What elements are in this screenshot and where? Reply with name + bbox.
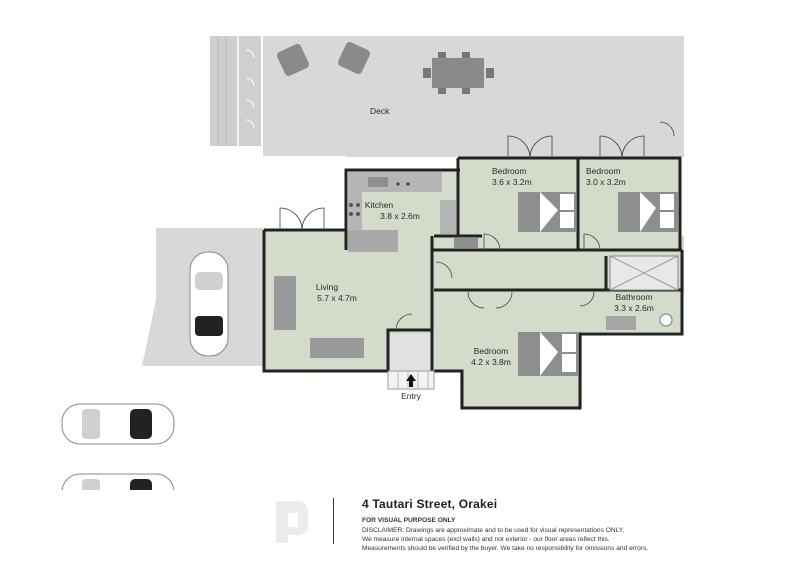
living-label: Living [316,282,338,292]
doors [279,121,675,331]
deck-label: Deck [370,106,390,116]
deck-furniture [277,42,494,94]
floor-plan: Deck Kitchen 3.8 x 2.6m Living 5.7 x 4.7… [61,36,684,490]
car-driveway [189,251,229,357]
car-2 [61,473,175,490]
bathroom-label: Bathroom [616,292,653,302]
property-address: 4 Tautari Street, Orakei [362,497,498,511]
entry-step [387,370,435,390]
bed-2 [618,192,678,232]
footer-divider [333,498,334,544]
disclaimer-line: DISCLAIMER: Drawings are approximate and… [362,527,625,534]
disclaimer-line: Measurements should be verified by the b… [362,545,649,552]
living-dims: 5.7 x 4.7m [317,293,357,303]
walls [262,156,684,410]
bedroom-3-label: Bedroom [474,346,509,356]
car-1 [61,403,175,445]
bedroom-1-dims: 3.6 x 3.2m [492,177,532,187]
bedroom-2-label: Bedroom [586,166,621,176]
bed-3 [518,332,578,376]
bedroom-2-dims: 3.0 x 3.2m [586,177,626,187]
bathroom-fixtures [606,255,679,330]
entry-arrow-icon [406,374,416,387]
bedroom-3-dims: 4.2 x 3.8m [471,357,511,367]
visual-purpose-note: FOR VISUAL PURPOSE ONLY [362,517,456,524]
kitchen-benches [348,172,478,252]
disclaimer-line: We measure internal spaces (excl walls) … [362,536,610,543]
bed-1 [518,192,576,232]
company-logo-icon [276,501,308,543]
bedroom-1-label: Bedroom [492,166,527,176]
kitchen-label: Kitchen [365,200,394,210]
entry-label: Entry [401,391,422,401]
bathroom-dims: 3.3 x 2.6m [614,303,654,313]
kitchen-dims: 3.8 x 2.6m [380,211,420,221]
footer-info: 4 Tautari Street, Orakei FOR VISUAL PURP… [362,497,782,553]
deck-area [210,36,684,158]
living-furniture [274,276,364,358]
